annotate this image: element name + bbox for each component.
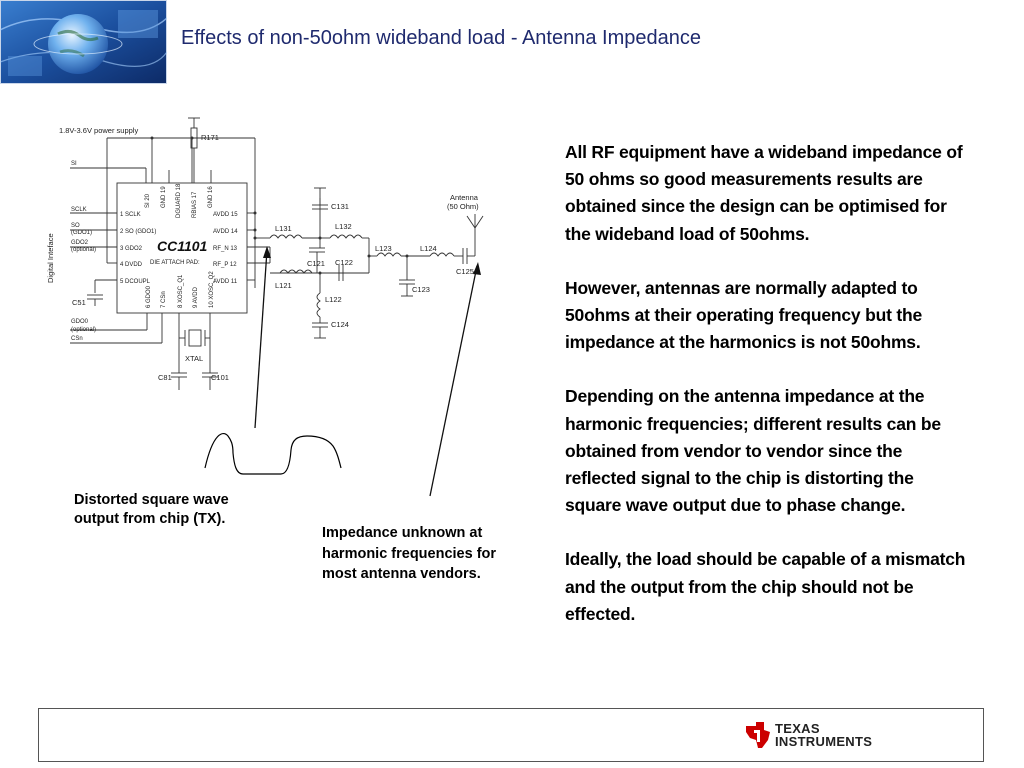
- body-paragraph: However, antennas are normally adapted t…: [565, 277, 923, 353]
- component-label: C81: [158, 373, 172, 382]
- antenna-label: Antenna: [450, 193, 479, 202]
- pin-label-right: AVDD 14: [213, 229, 238, 235]
- pin-label-top: SI 20: [145, 193, 151, 208]
- signal-label: SCLK: [71, 207, 87, 213]
- signal-label: (optional): [71, 327, 96, 333]
- component-label: C122: [335, 258, 353, 267]
- component-label: L132: [335, 222, 352, 231]
- signal-label: (optional): [71, 247, 96, 253]
- pin-label-bottom: 10 XOSC_Q2: [209, 271, 215, 308]
- pin-label-right: RF_N 13: [213, 246, 238, 252]
- pin-label-bottom: 7 CSn: [161, 291, 167, 308]
- signal-label: SO: [71, 223, 80, 229]
- component-label: C121: [307, 259, 325, 268]
- footer-box: [38, 708, 984, 762]
- component-label: C51: [72, 298, 86, 307]
- body-text: All RF equipment have a wideband impedan…: [565, 139, 970, 655]
- pin-label-right: AVDD 11: [213, 279, 238, 285]
- component-label: L131: [275, 224, 292, 233]
- pin-label-top: GND 19: [161, 186, 167, 208]
- pin-label-left: 1 SCLK: [120, 212, 141, 218]
- signal-label: GDO2: [71, 240, 89, 246]
- component-label: R171: [201, 133, 219, 142]
- component-label: L124: [420, 244, 437, 253]
- digital-interface-label: Digital Inteface: [46, 233, 55, 283]
- component-label: C101: [211, 373, 229, 382]
- pin-label-top: RBIAS 17: [192, 191, 198, 218]
- rf-schematic-diagram: 1.8V-3.6V power supply Digital Inteface …: [46, 117, 484, 497]
- pin-label-bottom: 9 AVDD: [193, 286, 199, 308]
- ti-brand-wordmark: Texas Instruments: [775, 722, 872, 748]
- pin-label-right: AVDD 15: [213, 212, 238, 218]
- antenna-ohm-label: (50 Ohm): [447, 202, 479, 211]
- pin-label-right: RF_P 12: [213, 262, 237, 268]
- body-paragraph: Depending on the antenna impedance at th…: [565, 386, 941, 516]
- caption-distorted-square-wave: Distorted square wave output from chip (…: [74, 492, 229, 527]
- ti-brand-line2: Instruments: [775, 734, 873, 749]
- signal-label: CSn: [71, 336, 83, 342]
- signal-label: SI: [71, 161, 77, 167]
- ti-brand-line1: Texas: [775, 721, 820, 736]
- chip-name-label: CC1101: [157, 238, 208, 254]
- pin-label-top: GND 16: [208, 186, 214, 208]
- component-label: C124: [331, 320, 349, 329]
- xtal-label: XTAL: [185, 354, 203, 363]
- signal-label: GDO0: [71, 319, 89, 325]
- component-label: L122: [325, 295, 342, 304]
- header-globe-image: [0, 0, 167, 84]
- caption-impedance-unknown: Impedance unknown at harmonic frequencie…: [322, 525, 497, 582]
- die-attach-label: DIE ATTACH PAD:: [150, 260, 200, 266]
- component-label: C123: [412, 285, 430, 294]
- pin-label-left: 5 DCOUPL: [120, 279, 151, 285]
- component-label: L121: [275, 281, 292, 290]
- component-label: C131: [331, 202, 349, 211]
- power-supply-label: 1.8V-3.6V power supply: [59, 126, 138, 135]
- pin-label-left: 3 GDO2: [120, 246, 143, 252]
- signal-label: (GDO1): [71, 230, 92, 236]
- pin-label-top: DGUARD 18: [176, 183, 182, 218]
- component-label: C125: [456, 267, 474, 276]
- pin-label-bottom: 6 GDO0: [146, 285, 152, 308]
- component-label: L123: [375, 244, 392, 253]
- pin-label-bottom: 8 XOSC_Q1: [178, 274, 184, 308]
- ti-logo-icon: [746, 722, 770, 748]
- pin-label-left: 2 SO (GDO1): [120, 229, 156, 235]
- body-paragraph: All RF equipment have a wideband impedan…: [565, 142, 963, 244]
- slide-title: Effects of non-50ohm wideband load - Ant…: [181, 27, 701, 49]
- body-paragraph: Ideally, the load should be capable of a…: [565, 549, 966, 624]
- pin-label-left: 4 DVDD: [120, 262, 143, 268]
